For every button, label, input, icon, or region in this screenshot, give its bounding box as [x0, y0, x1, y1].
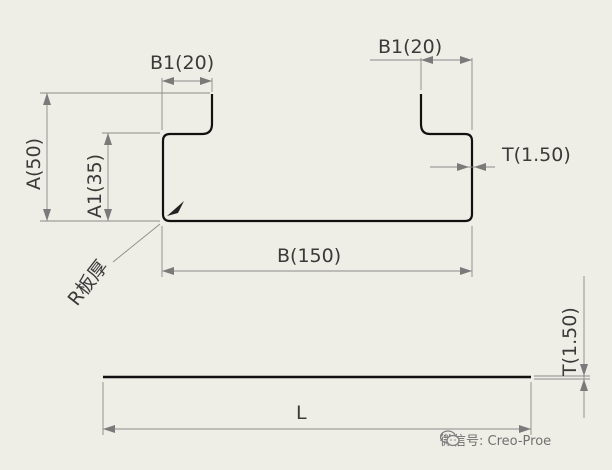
a-label: A(50) [23, 138, 45, 190]
dim-a1 [102, 132, 160, 221]
a1-label: A1(35) [84, 154, 106, 218]
dim-b [161, 226, 473, 277]
dim-b1-left [161, 77, 213, 130]
watermark: 微信号: Creo-Proe [440, 430, 551, 449]
b1-right-label: B1(20) [378, 36, 442, 58]
dim-b1-right [370, 56, 473, 130]
wechat-icon [440, 430, 460, 447]
dim-a [40, 92, 210, 222]
t-right-label: T(1.50) [501, 144, 571, 166]
r-leader [112, 223, 161, 263]
r-label: R板厚 [64, 256, 113, 310]
dim-t-flat [534, 276, 590, 418]
dim-t-right [430, 163, 495, 171]
t-flat-label: T(1.50) [559, 307, 581, 377]
dim-l [102, 382, 532, 435]
l-label: L [296, 402, 307, 424]
bend-radius-marker [167, 201, 184, 216]
formed-part-profile [161, 94, 474, 223]
watermark-text: 微信号: Creo-Proe [440, 434, 552, 449]
b-label: B(150) [277, 245, 341, 267]
b1-left-label: B1(20) [150, 52, 214, 74]
